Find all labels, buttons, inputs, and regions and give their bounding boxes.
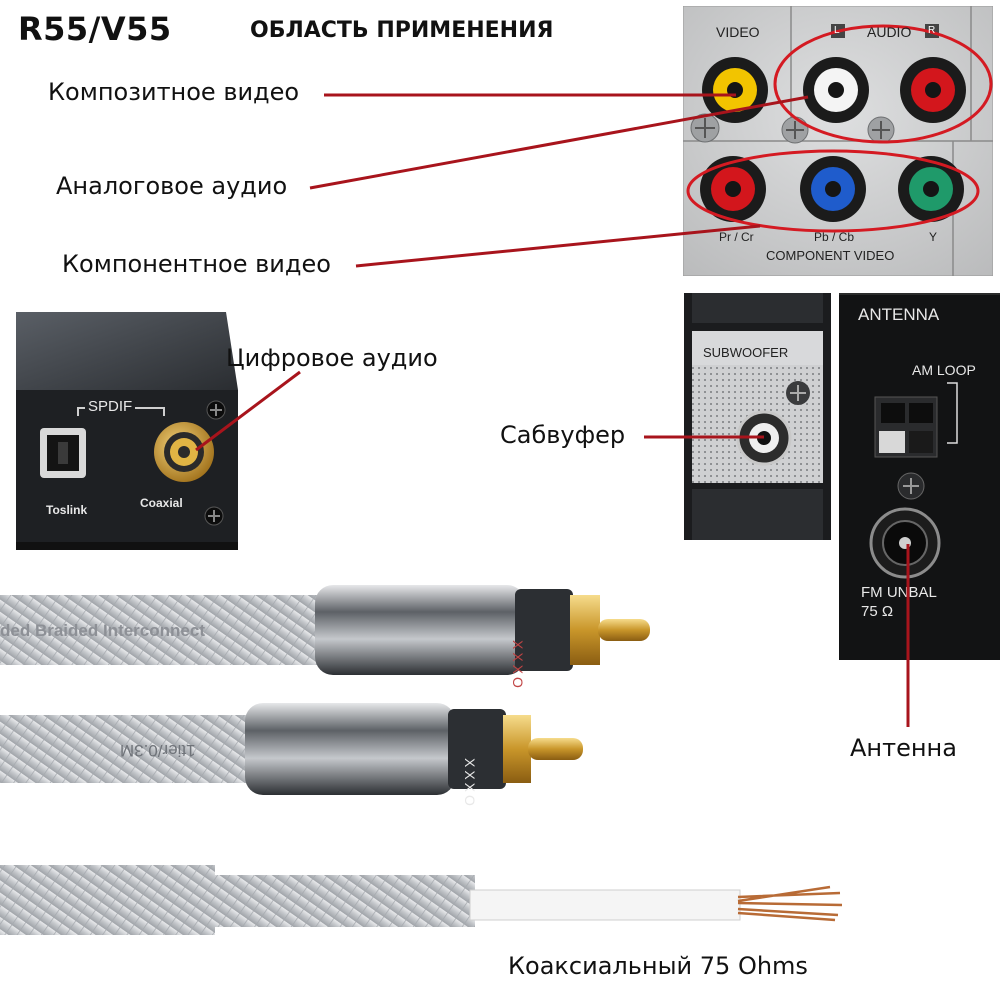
spdif-label: SPDIF	[85, 398, 136, 415]
coaxial-port	[154, 422, 214, 482]
screw-icon	[867, 116, 895, 144]
component-leader-line	[355, 224, 761, 268]
fm-impedance-label: 75 Ω	[861, 603, 894, 620]
component-video-callout: Компонентное видео	[62, 250, 331, 278]
digital-audio-callout: Цифровое аудио	[226, 344, 438, 372]
digital-audio-leader-line	[195, 370, 301, 452]
audio-leader-line	[309, 95, 809, 190]
screw-icon	[786, 381, 810, 405]
audio-highlight-ring	[773, 24, 993, 144]
am-loop-terminal	[874, 396, 938, 458]
spdif-device-photo	[16, 312, 238, 550]
component-y-jack	[898, 156, 964, 222]
fm-antenna-jack	[869, 507, 941, 579]
audio-left-mark: L	[834, 25, 840, 36]
cables-photo	[0, 585, 843, 935]
audio-left-jack	[803, 57, 869, 123]
coaxial-cable	[0, 865, 843, 935]
toslink-label: Toslink	[46, 503, 88, 517]
audio-right-jack	[900, 57, 966, 123]
screw-icon	[690, 113, 720, 143]
am-loop-label: AM LOOP	[912, 362, 976, 378]
subwoofer-panel-photo	[684, 293, 831, 540]
model-title: R55/V55	[18, 10, 172, 48]
coaxial-callout: Коаксиальный 75 Ohms	[508, 952, 808, 980]
coaxial-port-label: Coaxial	[140, 496, 183, 510]
audio-label: AUDIO	[867, 24, 912, 40]
toslink-port	[40, 428, 86, 478]
rca-cable-middle	[0, 703, 583, 795]
component-video-label: COMPONENT VIDEO	[766, 248, 895, 263]
antenna-panel-title: ANTENNA	[858, 305, 940, 324]
video-label: VIDEO	[716, 24, 760, 40]
rca-cable-top	[0, 585, 650, 675]
antenna-callout: Антенна	[850, 734, 957, 762]
screw-icon	[206, 400, 226, 420]
fm-unbal-label: FM UNBAL	[861, 584, 937, 601]
pr-label: Pr / Cr	[719, 230, 754, 244]
analog-audio-callout: Аналоговое аудио	[56, 172, 288, 200]
top-cable-print: ded Braided Interconnect	[0, 621, 205, 640]
composite-video-callout: Композитное видео	[48, 78, 300, 106]
section-title: ОБЛАСТЬ ПРИМЕНЕНИЯ	[250, 18, 554, 43]
screw-icon	[204, 506, 224, 526]
component-pr-jack	[700, 156, 766, 222]
y-label: Y	[929, 230, 938, 244]
av-panel-photo	[683, 6, 993, 276]
subwoofer-panel-label: SUBWOOFER	[703, 345, 789, 360]
component-highlight-ring	[686, 149, 980, 233]
audio-right-mark: R	[928, 25, 936, 36]
pb-label: Pb / Cb	[814, 230, 855, 244]
screw-icon	[897, 472, 925, 500]
antenna-panel-photo	[839, 293, 1000, 660]
component-pb-jack	[800, 156, 866, 222]
subwoofer-callout: Сабвуфер	[500, 421, 626, 449]
